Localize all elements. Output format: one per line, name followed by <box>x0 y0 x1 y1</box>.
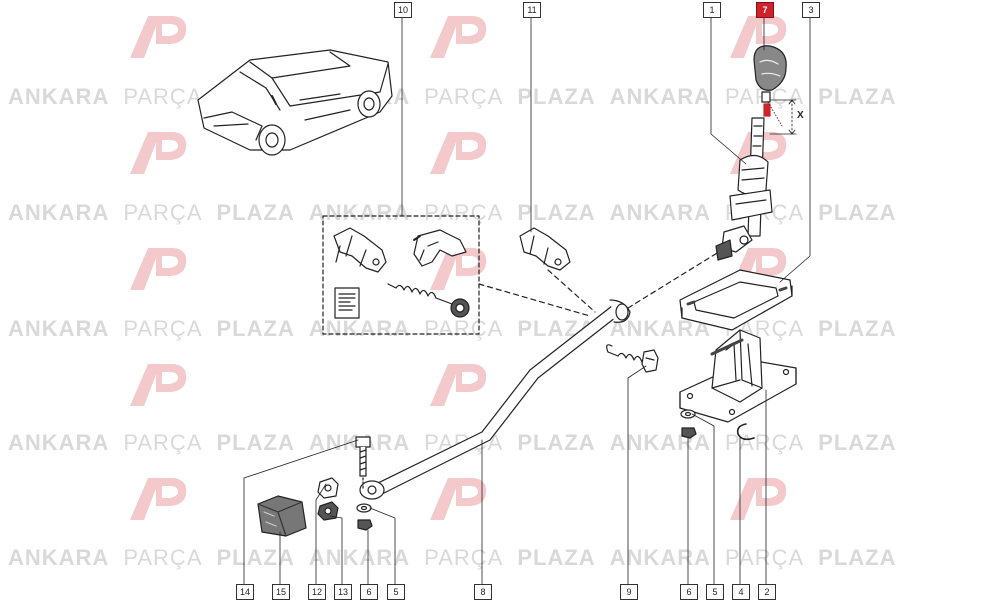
kit-leader-line <box>478 283 591 317</box>
repair-kit-frame <box>322 215 480 335</box>
callout-7: 7 <box>756 2 774 18</box>
base-washer-stack <box>680 409 697 439</box>
lever-leader-line <box>627 249 723 309</box>
callout-1: 1 <box>703 2 721 18</box>
nut-part <box>317 477 339 521</box>
circlip-part <box>736 423 755 441</box>
callout-3: 3 <box>802 2 820 18</box>
callout-5: 5 <box>706 584 724 600</box>
washer-stack <box>356 503 373 531</box>
callout-11: 11 <box>523 2 541 18</box>
callout-12: 12 <box>308 584 326 600</box>
callout-6: 6 <box>680 584 698 600</box>
dimension-label: X <box>797 110 804 121</box>
lever-base-plate <box>679 329 797 423</box>
callout-10: 10 <box>394 2 412 18</box>
selector-finger-part <box>519 227 571 271</box>
kit-clip-part <box>413 229 467 267</box>
gear-knob-part <box>753 45 787 117</box>
kit-spring-part <box>387 283 470 318</box>
bolt-part <box>355 436 371 477</box>
callout-15: 15 <box>272 584 290 600</box>
part-11-leader-line <box>547 269 596 313</box>
protective-housing-part <box>257 495 307 537</box>
callout-5: 5 <box>387 584 405 600</box>
callout-14: 14 <box>236 584 254 600</box>
callout-2: 2 <box>758 584 776 600</box>
dimension-marker <box>767 99 797 135</box>
return-spring-part <box>606 344 659 373</box>
boot-gasket-frame <box>679 269 793 331</box>
callout-4: 4 <box>732 584 750 600</box>
kit-bracket-part <box>333 227 387 273</box>
callout-8: 8 <box>474 584 492 600</box>
vehicle-illustration <box>197 49 393 156</box>
callout-13: 13 <box>334 584 352 600</box>
callout-9: 9 <box>620 584 638 600</box>
kit-instruction-booklet <box>334 287 360 319</box>
gear-lever-assembly <box>715 117 773 261</box>
gear-control-rod <box>359 299 631 500</box>
callout-6: 6 <box>360 584 378 600</box>
callout-leader-lines <box>243 15 811 587</box>
